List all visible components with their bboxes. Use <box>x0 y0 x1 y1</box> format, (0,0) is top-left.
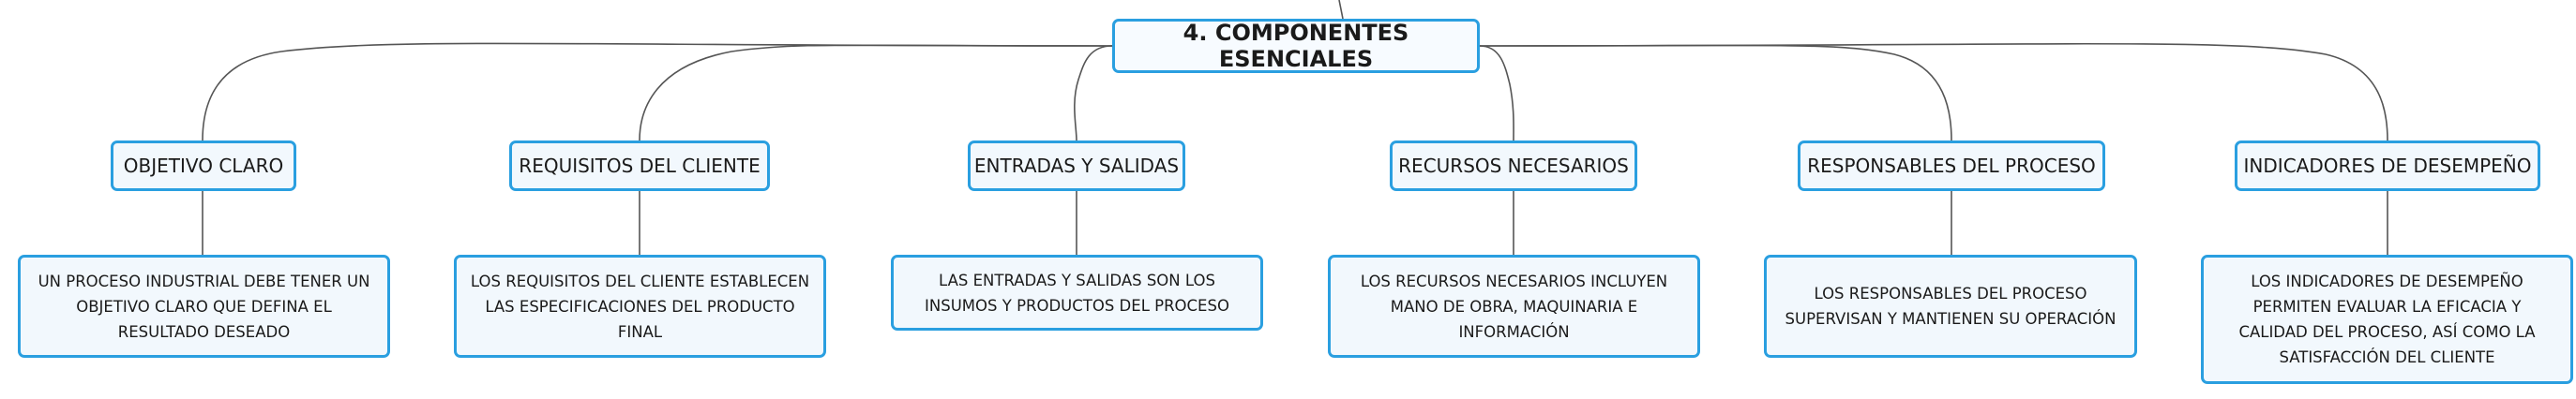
connector-root-indicadores <box>1479 42 2388 141</box>
topic-recursos-necesarios[interactable]: RECURSOS NECESARIOS <box>1390 140 1637 191</box>
topic-label: OBJETIVO CLARO <box>123 155 284 177</box>
detail-responsables-del-proceso[interactable]: LOS RESPONSABLES DEL PROCESO SUPERVISAN … <box>1764 255 2137 358</box>
connector-parent <box>1338 0 1344 20</box>
detail-text: LOS REQUISITOS DEL CLIENTE ESTABLECEN LA… <box>470 272 810 341</box>
topic-label: ENTRADAS Y SALIDAS <box>973 155 1180 177</box>
detail-requisitos-del-cliente[interactable]: LOS REQUISITOS DEL CLIENTE ESTABLECEN LA… <box>454 255 826 358</box>
detail-entradas-y-salidas[interactable]: LAS ENTRADAS Y SALIDAS SON LOS INSUMOS Y… <box>891 255 1263 331</box>
connector-root-objetivo <box>202 42 1113 141</box>
topic-label: REQUISITOS DEL CLIENTE <box>519 155 761 177</box>
detail-text: UN PROCESO INDUSTRIAL DEBE TENER UN OBJE… <box>38 272 370 341</box>
topic-indicadores-de-desempeno[interactable]: INDICADORES DE DESEMPEÑO <box>2235 140 2540 191</box>
detail-objetivo-claro[interactable]: UN PROCESO INDUSTRIAL DEBE TENER UN OBJE… <box>18 255 390 358</box>
detail-text: LOS RESPONSABLES DEL PROCESO SUPERVISAN … <box>1785 285 2117 328</box>
root-node-label: 4. COMPONENTES ESENCIALES <box>1183 20 1409 72</box>
connector-root-responsables <box>1479 44 1952 141</box>
topic-responsables-del-proceso[interactable]: RESPONSABLES DEL PROCESO <box>1798 140 2105 191</box>
topic-label: INDICADORES DE DESEMPEÑO <box>2243 155 2532 177</box>
detail-text: LAS ENTRADAS Y SALIDAS SON LOS INSUMOS Y… <box>925 271 1229 315</box>
connector-root-entradas <box>1074 45 1113 141</box>
topic-entradas-y-salidas[interactable]: ENTRADAS Y SALIDAS <box>968 140 1185 191</box>
connector-root-requisitos <box>639 44 1113 141</box>
detail-recursos-necesarios[interactable]: LOS RECURSOS NECESARIOS INCLUYEN MANO DE… <box>1328 255 1700 358</box>
topic-label: RECURSOS NECESARIOS <box>1398 155 1629 177</box>
topic-objetivo-claro[interactable]: OBJETIVO CLARO <box>111 140 296 191</box>
root-node[interactable]: 4. COMPONENTES ESENCIALES <box>1112 19 1480 73</box>
detail-indicadores-de-desempeno[interactable]: LOS INDICADORES DE DESEMPEÑO PERMITEN EV… <box>2201 255 2573 384</box>
topic-requisitos-del-cliente[interactable]: REQUISITOS DEL CLIENTE <box>509 140 770 191</box>
topic-label: RESPONSABLES DEL PROCESO <box>1807 155 2096 177</box>
detail-text: LOS RECURSOS NECESARIOS INCLUYEN MANO DE… <box>1360 272 1668 341</box>
connector-root-recursos <box>1479 45 1514 141</box>
detail-text: LOS INDICADORES DE DESEMPEÑO PERMITEN EV… <box>2238 273 2536 366</box>
